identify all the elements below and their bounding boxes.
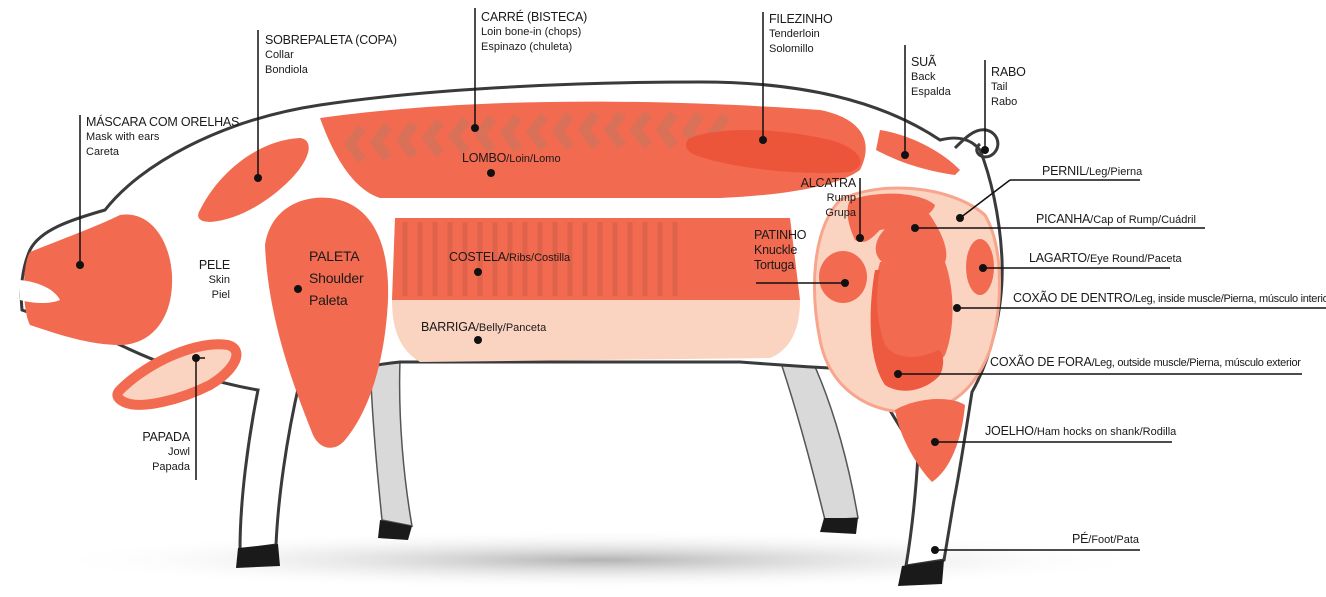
ground-shadow — [40, 530, 1160, 590]
patinho-en: Knuckle — [754, 243, 806, 258]
carre-en: Loin bone-in (chops) — [481, 25, 587, 40]
lombo-rest: /Loin/Lomo — [506, 153, 560, 165]
alcatra-en: Rump — [790, 191, 856, 206]
papada-title: PAPADA — [130, 430, 190, 445]
paleta-title: PALETA — [309, 245, 363, 267]
carre-title: CARRÉ (BISTECA) — [481, 10, 587, 25]
pele-title: PELE — [170, 258, 230, 273]
alcatra-title: ALCATRA — [790, 176, 856, 191]
label-rabo: RABO Tail Rabo — [991, 65, 1026, 110]
far-front-leg — [370, 360, 412, 526]
label-pernil: PERNIL/Leg/Pierna — [1042, 164, 1142, 180]
label-costela: COSTELA/Ribs/Costilla — [449, 250, 570, 266]
mascara-en: Mask with ears — [86, 130, 239, 145]
patinho-title: PATINHO — [754, 228, 806, 243]
label-paleta: PALETA Shoulder Paleta — [309, 245, 363, 311]
coxao-dentro-title: COXÃO DE DENTRO — [1013, 291, 1132, 305]
rabo-en: Tail — [991, 80, 1026, 95]
coxao-dentro-rest: /Leg, inside muscle/Pierna, músculo inte… — [1132, 293, 1326, 305]
pernil-rest: /Leg/Pierna — [1086, 166, 1142, 178]
pele-es: Piel — [170, 288, 230, 303]
paleta-en: Shoulder — [309, 267, 363, 289]
lombo-title: LOMBO — [462, 151, 506, 165]
label-coxao-fora: COXÃO DE FORA/Leg, outside muscle/Pierna… — [990, 355, 1301, 371]
sobrepaleta-es: Bondiola — [265, 63, 397, 78]
papada-en: Jowl — [130, 445, 190, 460]
filezinho-title: FILEZINHO — [769, 12, 832, 27]
label-pele: PELE Skin Piel — [170, 258, 230, 303]
sobrepaleta-en: Collar — [265, 48, 397, 63]
sua-title: SUÃ — [911, 55, 951, 70]
sua-es: Espalda — [911, 85, 951, 100]
paleta-es: Paleta — [309, 289, 363, 311]
sobrepaleta-title: SOBREPALETA (COPA) — [265, 33, 397, 48]
sua-en: Back — [911, 70, 951, 85]
far-back-hoof — [820, 518, 858, 534]
mascara-title: MÁSCARA COM ORELHAS — [86, 115, 239, 130]
papada-es: Papada — [130, 460, 190, 475]
label-patinho: PATINHO Knuckle Tortuga — [754, 228, 806, 273]
pe-rest: /Foot/Pata — [1088, 534, 1139, 546]
label-sua: SUÃ Back Espalda — [911, 55, 951, 100]
label-carre: CARRÉ (BISTECA) Loin bone-in (chops) Esp… — [481, 10, 587, 55]
label-pe: PÉ/Foot/Pata — [1072, 532, 1139, 548]
costela-title: COSTELA — [449, 250, 506, 264]
alcatra-es: Grupa — [790, 206, 856, 221]
coxao-fora-title: COXÃO DE FORA — [990, 355, 1092, 369]
joelho-title: JOELHO — [985, 424, 1034, 438]
label-filezinho: FILEZINHO Tenderloin Solomillo — [769, 12, 832, 57]
label-mascara: MÁSCARA COM ORELHAS Mask with ears Caret… — [86, 115, 239, 160]
rabo-title: RABO — [991, 65, 1026, 80]
lagarto-rest: /Eye Round/Paceta — [1087, 253, 1182, 265]
pe-title: PÉ — [1072, 532, 1088, 546]
pele-en: Skin — [170, 273, 230, 288]
barriga-rest: /Belly/Panceta — [476, 322, 546, 334]
label-lombo: LOMBO/Loin/Lomo — [462, 151, 561, 167]
lagarto-title: LAGARTO — [1029, 251, 1087, 265]
carre-es: Espinazo (chuleta) — [481, 40, 587, 55]
rabo-es: Rabo — [991, 95, 1026, 110]
filezinho-en: Tenderloin — [769, 27, 832, 42]
coxao-fora-rest: /Leg, outside muscle/Pierna, músculo ext… — [1092, 357, 1301, 369]
label-papada: PAPADA Jowl Papada — [130, 430, 190, 475]
picanha-title: PICANHA — [1036, 212, 1090, 226]
front-hoof — [236, 544, 280, 568]
mascara-es: Careta — [86, 145, 239, 160]
costela-rest: /Ribs/Costilla — [506, 252, 570, 264]
patinho-es: Tortuga — [754, 258, 806, 273]
joelho-rest: /Ham hocks on shank/Rodilla — [1034, 426, 1176, 438]
label-sobrepaleta: SOBREPALETA (COPA) Collar Bondiola — [265, 33, 397, 78]
patinho-cut — [819, 251, 867, 303]
label-picanha: PICANHA/Cap of Rump/Cuádril — [1036, 212, 1196, 228]
barriga-title: BARRIGA — [421, 320, 476, 334]
label-coxao-dentro: COXÃO DE DENTRO/Leg, inside muscle/Piern… — [1013, 291, 1326, 307]
picanha-rest: /Cap of Rump/Cuádril — [1090, 214, 1196, 226]
label-alcatra: ALCATRA Rump Grupa — [790, 176, 856, 221]
pernil-title: PERNIL — [1042, 164, 1086, 178]
filezinho-es: Solomillo — [769, 42, 832, 57]
label-barriga: BARRIGA/Belly/Panceta — [421, 320, 546, 336]
label-lagarto: LAGARTO/Eye Round/Paceta — [1029, 251, 1182, 267]
label-joelho: JOELHO/Ham hocks on shank/Rodilla — [985, 424, 1176, 440]
